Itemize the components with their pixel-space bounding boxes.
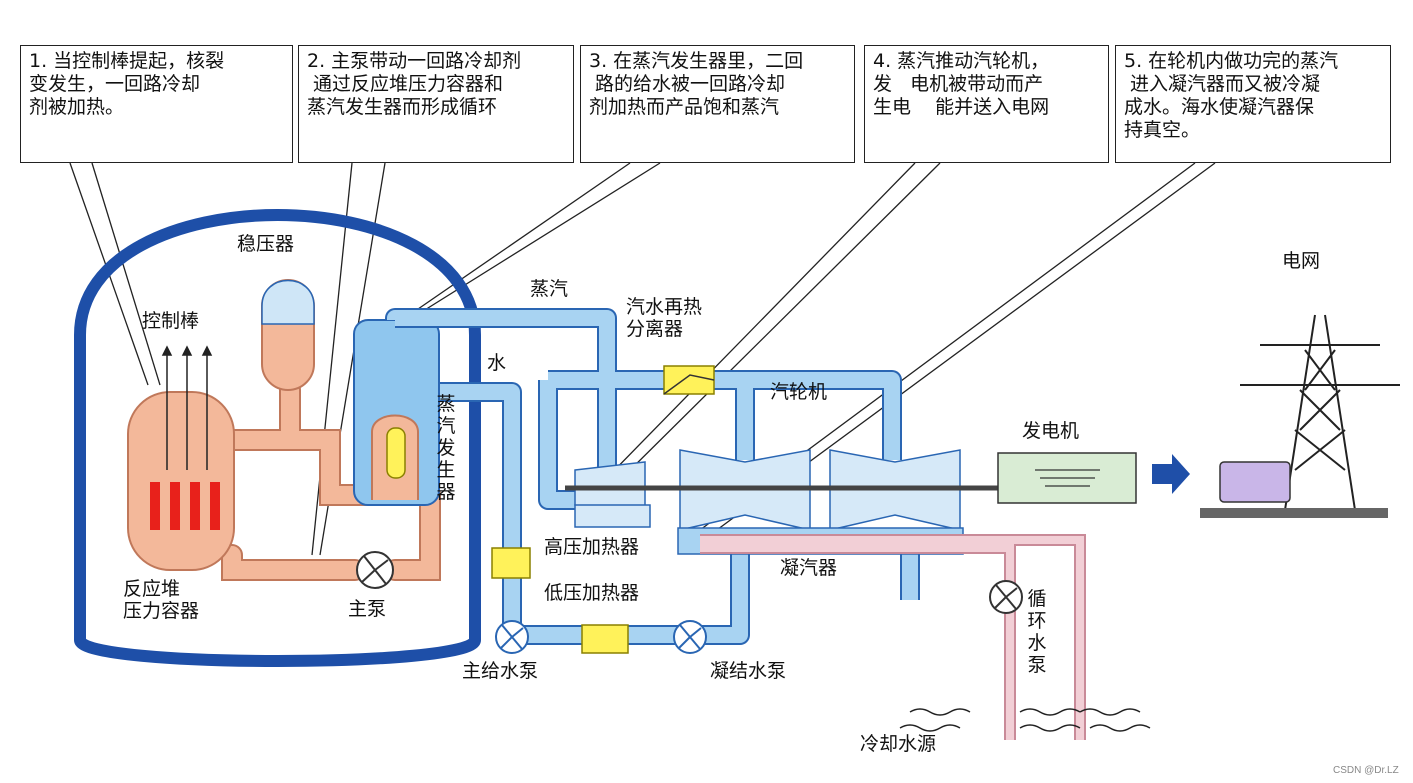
hp-heater-base xyxy=(574,504,651,528)
hp-heater-box xyxy=(491,547,531,579)
callout-2: 2. 主泵带动一回路冷却剂 通过反应堆压力容器和 蒸汽发生器而形成循环 xyxy=(298,45,574,163)
label-generator: 发电机 xyxy=(1022,420,1080,442)
label-condenser: 凝汽器 xyxy=(780,557,838,579)
label-steam-generator: 蒸汽发生器 xyxy=(436,393,456,503)
reactor-vessel xyxy=(127,391,235,571)
label-lp-heater: 低压加热器 xyxy=(544,582,640,604)
label-feed-pump: 主给水泵 xyxy=(462,660,539,682)
label-condensate-pump: 凝结水泵 xyxy=(710,660,787,682)
label-turbine: 汽轮机 xyxy=(770,381,828,403)
label-hp-heater: 高压加热器 xyxy=(544,536,640,558)
callout-5: 5. 在轮机内做功完的蒸汽 进入凝汽器而又被冷凝 成水。海水使凝汽器保 持真空。 xyxy=(1115,45,1391,163)
label-control-rods: 控制棒 xyxy=(142,310,200,332)
main-pump-icon xyxy=(356,551,394,589)
transformer xyxy=(1219,461,1291,503)
label-main-pump: 主泵 xyxy=(348,598,387,620)
label-steam: 蒸汽 xyxy=(530,278,569,300)
label-reactor-vessel: 反应堆 压力容器 xyxy=(123,578,200,622)
condensate-pump-icon xyxy=(673,620,707,654)
grid-base xyxy=(1200,508,1388,518)
callout-3: 3. 在蒸汽发生器里，二回 路的给水被一回路冷却 剂加热而产品饱和蒸汽 xyxy=(580,45,855,163)
lp-heater-box xyxy=(581,624,629,654)
control-rods xyxy=(161,345,213,470)
pressurizer-top xyxy=(261,279,315,325)
feed-pump-icon xyxy=(495,620,529,654)
watermark: CSDN @Dr.LZ xyxy=(1333,765,1399,776)
water-waves xyxy=(899,708,1151,732)
label-water: 水 xyxy=(487,352,507,374)
arrow-icon xyxy=(1152,454,1190,494)
callout-1: 1. 当控制棒提起，核裂 变发生，一回路冷却 剂被加热。 xyxy=(20,45,293,163)
label-pressurizer: 稳压器 xyxy=(237,233,295,255)
label-moisture-separator: 汽水再热 分离器 xyxy=(626,296,703,340)
moisture-separator xyxy=(663,365,715,395)
circ-pump-icon xyxy=(989,580,1023,614)
transmission-tower-icon xyxy=(1240,314,1400,511)
callout-4: 4. 蒸汽推动汽轮机， 发 电机被带动而产 生电 能并送入电网 xyxy=(864,45,1109,163)
label-grid: 电网 xyxy=(1282,250,1321,272)
label-circ-pump: 循环水泵 xyxy=(1027,588,1047,676)
fuel-assemblies xyxy=(150,482,220,530)
sg-tube-bundle xyxy=(386,427,406,479)
label-cooling-source: 冷却水源 xyxy=(860,733,937,755)
